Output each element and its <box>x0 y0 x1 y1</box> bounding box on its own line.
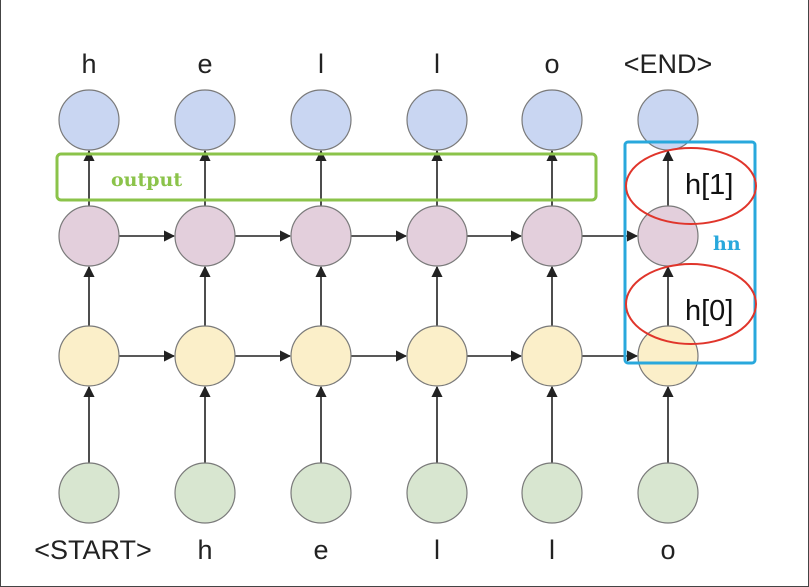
h1-circle-annotation <box>625 147 757 225</box>
h1-label: h[1] <box>685 169 733 201</box>
input-node <box>290 462 352 524</box>
hn-box <box>623 140 757 365</box>
input-token: h <box>197 535 212 565</box>
output-label: output <box>111 169 182 191</box>
hn-label: hn <box>713 233 741 255</box>
input-node <box>58 462 120 524</box>
nodes-layer <box>58 89 699 524</box>
hidden1-node <box>290 325 352 387</box>
hidden1-node <box>637 325 699 387</box>
input-token: <START> <box>34 535 152 565</box>
hidden2-node <box>521 205 583 267</box>
input-node <box>174 462 236 524</box>
hidden1-node <box>406 325 468 387</box>
annotation-boxes <box>55 140 757 365</box>
output-node <box>290 89 352 151</box>
output-token: l <box>434 49 440 79</box>
arrows-layer <box>83 149 674 463</box>
output-token: e <box>197 49 212 79</box>
input-token: l <box>549 535 555 565</box>
hidden2-node <box>58 205 120 267</box>
output-node <box>406 89 468 151</box>
output-node <box>174 89 236 151</box>
hidden2-node <box>174 205 236 267</box>
output-token: o <box>544 49 559 79</box>
hidden2-node <box>290 205 352 267</box>
output-node <box>58 89 120 151</box>
hidden1-node <box>174 325 236 387</box>
hidden1-node <box>58 325 120 387</box>
h0-label: h[0] <box>685 295 733 327</box>
input-token: e <box>313 535 328 565</box>
output-token: <END> <box>624 49 713 79</box>
input-token: o <box>660 535 675 565</box>
hidden2-node <box>406 205 468 267</box>
output-token: l <box>318 49 324 79</box>
h0-circle-annotation <box>625 263 757 345</box>
input-node <box>406 462 468 524</box>
input-token: l <box>434 535 440 565</box>
output-node <box>521 89 583 151</box>
input-node <box>637 462 699 524</box>
output-token: h <box>81 49 96 79</box>
hidden1-node <box>521 325 583 387</box>
input-node <box>521 462 583 524</box>
output-box <box>55 152 598 202</box>
labels-layer: output hn h[1] h[0] h <START> e h l e l l o l <END… <box>34 49 741 565</box>
